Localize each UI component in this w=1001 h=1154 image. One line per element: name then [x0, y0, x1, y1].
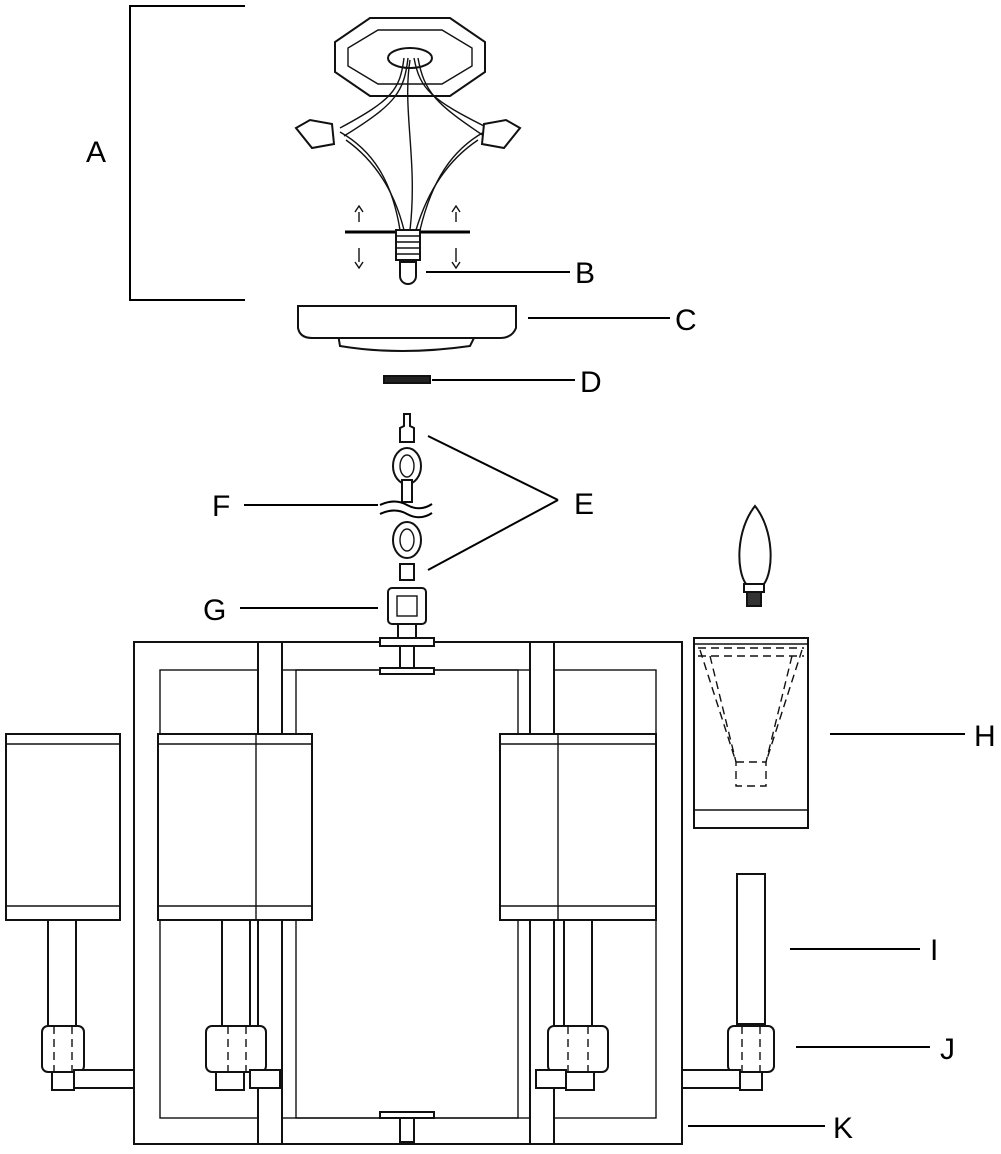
lock-nut — [383, 375, 431, 384]
label-f: F — [212, 490, 230, 523]
bracket-a — [129, 5, 245, 301]
label-a: A — [86, 136, 106, 169]
candle-sleeve — [736, 873, 766, 1025]
label-b: B — [575, 257, 595, 290]
mounting-strap — [345, 204, 470, 285]
glass-shade — [693, 637, 809, 829]
label-j: J — [940, 1033, 955, 1066]
label-i: I — [930, 934, 938, 967]
part-labels: A B C D E F G H I J K — [86, 136, 996, 1145]
ceiling-plate — [334, 17, 486, 97]
label-h: H — [974, 720, 996, 753]
loop-connector — [387, 587, 427, 639]
canopy — [297, 305, 517, 352]
chain — [379, 413, 433, 581]
label-d: D — [580, 366, 602, 399]
label-g: G — [203, 594, 226, 627]
label-c: C — [675, 304, 697, 337]
candle-assemblies — [5, 733, 775, 1091]
label-e: E — [574, 488, 594, 521]
leader-lines — [240, 271, 965, 1127]
label-k: K — [833, 1112, 853, 1145]
wiring — [294, 57, 522, 231]
bulb — [738, 504, 772, 607]
